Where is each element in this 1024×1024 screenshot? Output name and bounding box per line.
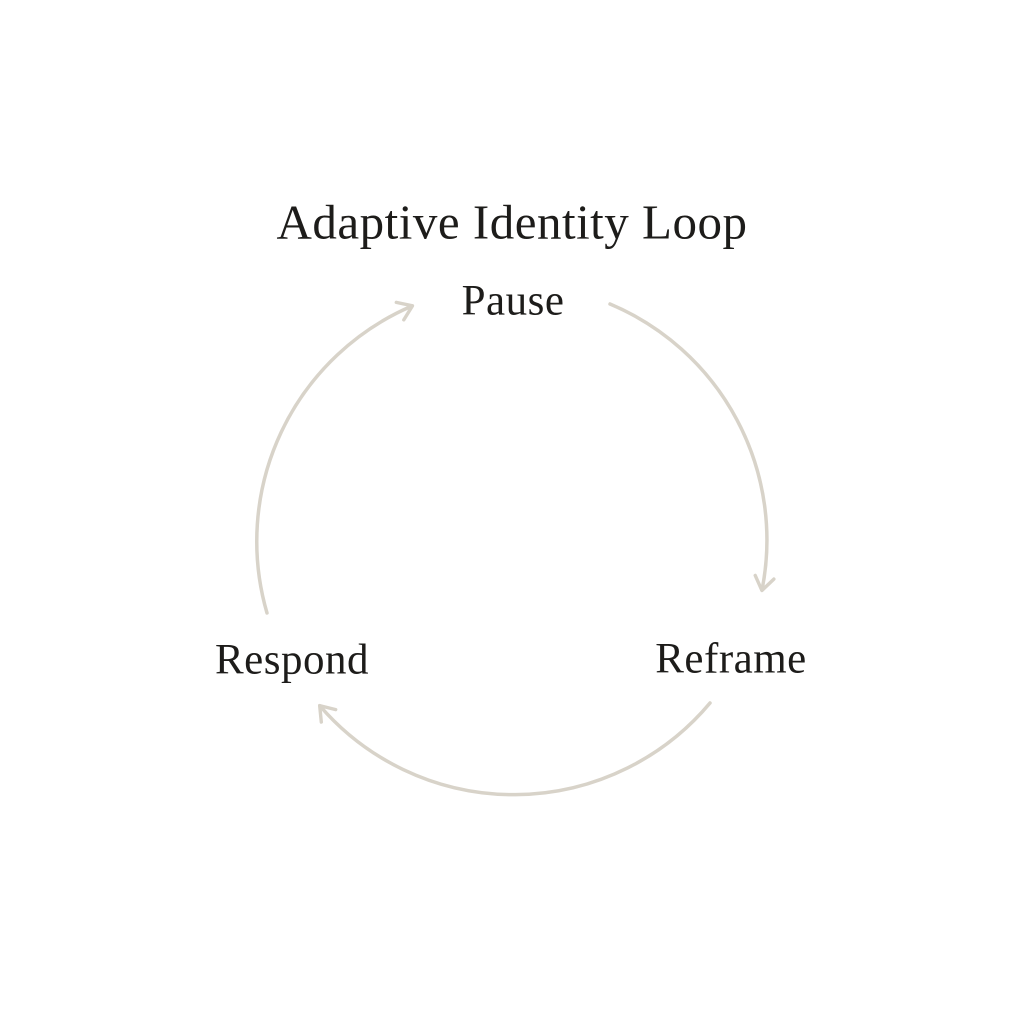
diagram-title: Adaptive Identity Loop [276,194,748,250]
arc-pause-to-reframe [608,302,776,593]
node-reframe: Reframe [655,635,807,683]
node-pause: Pause [461,277,565,325]
arc-respond-to-pause [255,300,415,615]
arc-reframe-to-respond [317,701,712,797]
node-respond: Respond [215,636,369,684]
